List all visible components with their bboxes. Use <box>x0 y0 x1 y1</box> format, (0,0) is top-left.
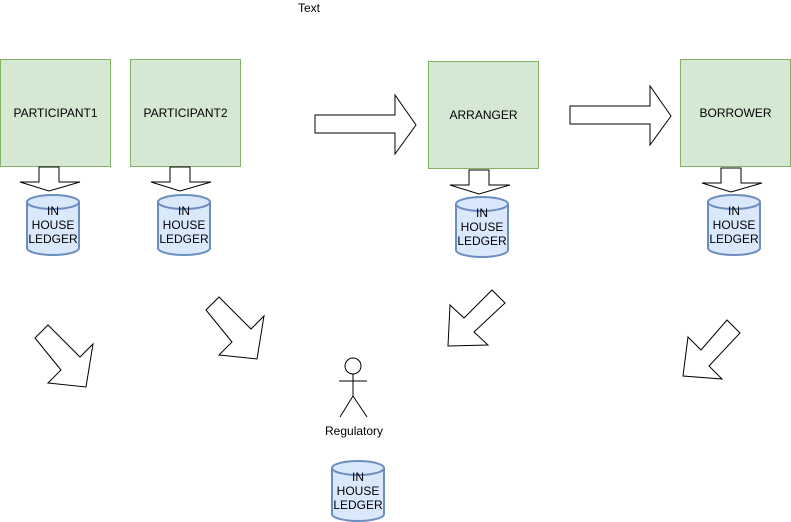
borrower-box[interactable]: BORROWER <box>680 59 791 167</box>
participant2-down-arrow[interactable] <box>149 166 215 192</box>
participant1-ledger-db[interactable]: IN HOUSE LEDGER <box>25 194 81 256</box>
database-cylinder-icon <box>707 194 761 256</box>
ledger-label-line2: HOUSE <box>336 484 380 498</box>
borrower-down-arrow[interactable] <box>700 167 766 193</box>
ledger-label-line3: LEDGER <box>333 498 383 512</box>
top-text-label: Text <box>298 1 321 15</box>
ledger-label-line3: LEDGER <box>28 232 78 246</box>
ledger-label-line2: HOUSE <box>460 220 504 234</box>
ledger-label-line2: HOUSE <box>712 218 756 232</box>
ledger-label-line1: IN <box>47 204 59 218</box>
arranger-ledger-db[interactable]: IN HOUSE LEDGER <box>454 196 510 258</box>
arranger-label: ARRANGER <box>449 108 518 122</box>
database-cylinder-icon <box>26 194 80 256</box>
borrower-to-regulatory-arrow[interactable] <box>680 319 742 385</box>
regulatory-label: Regulatory <box>325 424 384 438</box>
participants-to-arranger-arrow[interactable] <box>313 93 418 156</box>
participant1-down-arrow[interactable] <box>18 166 84 192</box>
participant2-ledger-db[interactable]: IN HOUSE LEDGER <box>156 194 212 256</box>
arranger-box[interactable]: ARRANGER <box>428 61 539 169</box>
arranger-to-regulatory-arrow[interactable] <box>445 289 507 351</box>
ledger-label-line2: HOUSE <box>31 218 75 232</box>
participant2-label: PARTICIPANT2 <box>143 106 228 120</box>
participant1-box[interactable]: PARTICIPANT1 <box>0 59 111 167</box>
database-cylinder-icon <box>331 460 385 522</box>
regulatory-ledger-db[interactable]: IN HOUSE LEDGER <box>330 460 386 522</box>
ledger-label-line2: HOUSE <box>162 218 206 232</box>
participant2-to-regulatory-arrow[interactable] <box>205 296 267 362</box>
ledger-label-line1: IN <box>476 206 488 220</box>
regulatory-actor-icon[interactable] <box>336 354 372 420</box>
ledger-label-line3: LEDGER <box>709 232 759 246</box>
database-cylinder-icon <box>157 194 211 256</box>
ledger-label-line1: IN <box>352 470 364 484</box>
arranger-down-arrow[interactable] <box>448 169 514 195</box>
database-cylinder-icon <box>455 196 509 258</box>
ledger-label-line3: LEDGER <box>457 234 507 248</box>
borrower-ledger-db[interactable]: IN HOUSE LEDGER <box>706 194 762 256</box>
ledger-label-line1: IN <box>178 204 190 218</box>
participant2-box[interactable]: PARTICIPANT2 <box>130 59 241 167</box>
ledger-label-line3: LEDGER <box>159 232 209 246</box>
arranger-to-borrower-arrow[interactable] <box>568 84 673 147</box>
ledger-label-line1: IN <box>728 204 740 218</box>
participant1-to-regulatory-arrow[interactable] <box>34 324 96 390</box>
participant1-label: PARTICIPANT1 <box>13 106 98 120</box>
borrower-label: BORROWER <box>699 106 772 120</box>
